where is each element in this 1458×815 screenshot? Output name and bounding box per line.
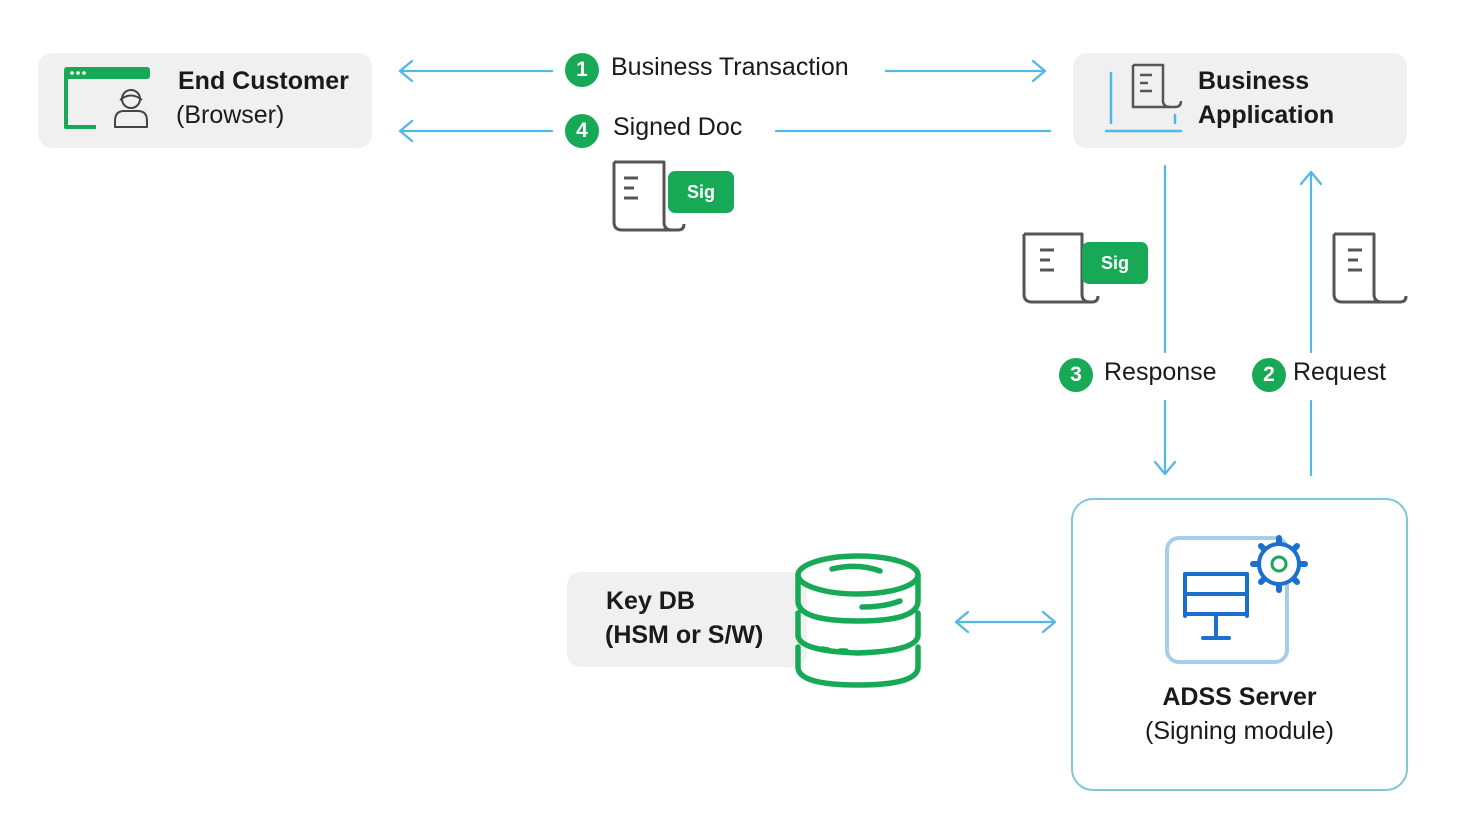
adss-server-subtitle: (Signing module)	[1145, 717, 1334, 745]
key-db-box: Key DB (HSM or S/W)	[567, 572, 807, 667]
signature-badge-response: Sig	[1082, 242, 1148, 284]
step-1-label: Business Transaction	[611, 53, 849, 81]
business-app-title-line1: Business	[1198, 67, 1310, 95]
step-3-badge: 3	[1059, 358, 1093, 392]
business-app-title-line2: Application	[1198, 101, 1335, 129]
adss-server-box: ADSS Server (Signing module)	[1071, 498, 1408, 791]
end-customer-title: End Customer	[178, 67, 349, 95]
request-document-icon	[1332, 232, 1408, 304]
signed-response-document-icon	[1022, 232, 1100, 304]
end-customer-box: End Customer (Browser)	[38, 53, 372, 148]
adss-server-title: ADSS Server	[1162, 683, 1317, 711]
signed-document-icon	[612, 160, 686, 232]
step-2-badge: 2	[1252, 358, 1286, 392]
business-application-box: Business Application	[1073, 53, 1407, 148]
browser-user-icon	[64, 67, 150, 129]
database-icon	[795, 553, 921, 688]
key-db-subtitle: (HSM or S/W)	[605, 621, 764, 649]
step-4-badge: 4	[565, 114, 599, 148]
server-gear-icon	[1165, 535, 1308, 664]
key-db-title: Key DB	[606, 587, 695, 615]
step-3-label: Response	[1104, 358, 1217, 386]
step-1-badge: 1	[565, 53, 599, 87]
signature-badge-top: Sig	[668, 171, 734, 213]
step-4-label: Signed Doc	[613, 113, 743, 141]
end-customer-subtitle: (Browser)	[176, 101, 285, 129]
business-app-icon	[1105, 63, 1183, 133]
step-2-label: Request	[1293, 358, 1387, 386]
